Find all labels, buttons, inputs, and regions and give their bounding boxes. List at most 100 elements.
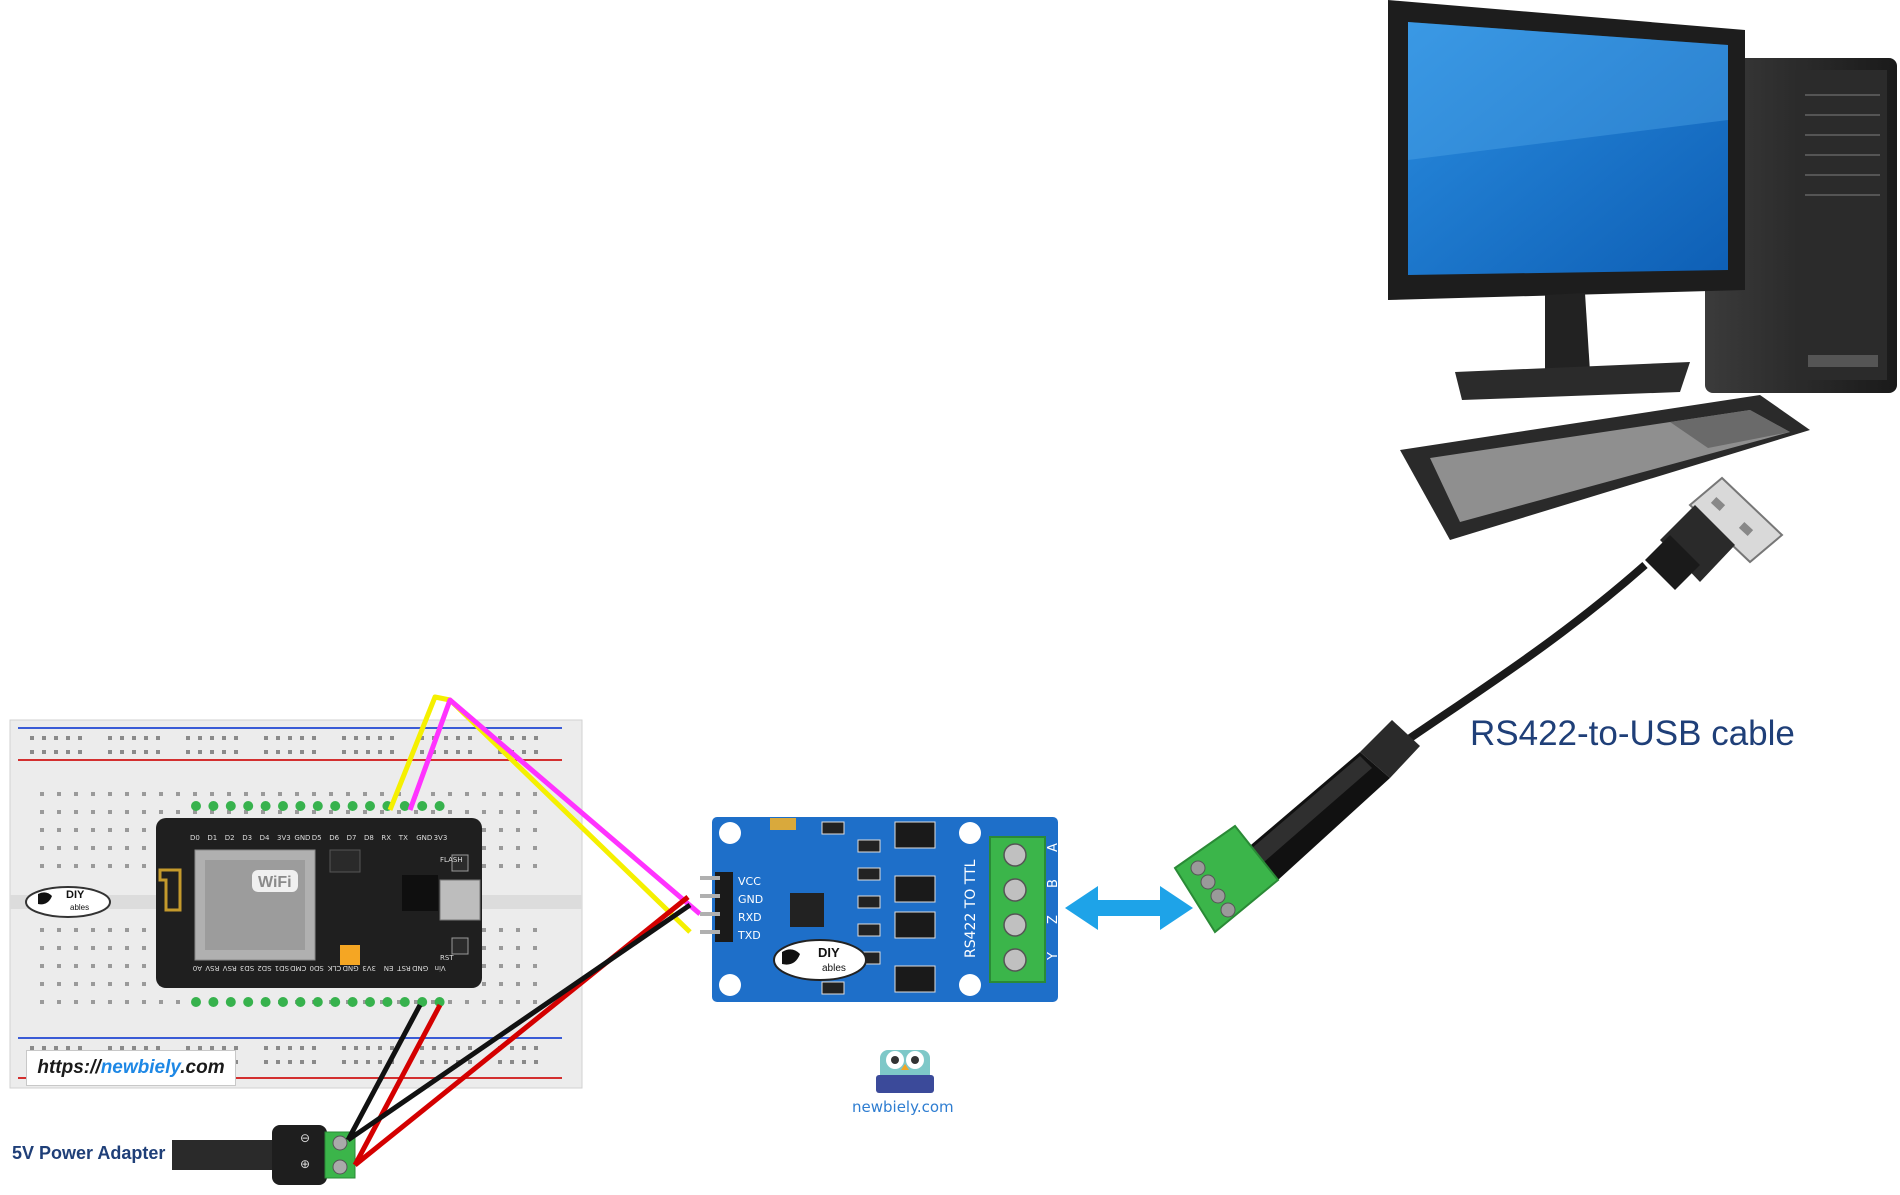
pin-pad xyxy=(434,801,445,811)
pin-pad xyxy=(225,801,236,811)
breadboard-hole xyxy=(125,846,129,850)
breadboard-hole xyxy=(516,810,520,814)
breadboard-hole xyxy=(414,1000,418,1004)
breadboard-hole xyxy=(533,946,537,950)
wifi-logo: WiFi xyxy=(252,870,298,892)
pin-label: 3V3 xyxy=(434,834,448,842)
green-terminal-connector xyxy=(1173,824,1280,934)
pin-pad xyxy=(347,997,358,1007)
pin-pad xyxy=(260,801,271,811)
breadboard-hole xyxy=(278,810,282,814)
pin-pad xyxy=(295,997,306,1007)
breadboard-hole xyxy=(40,982,44,986)
breadboard-hole xyxy=(227,792,231,796)
breadboard-hole xyxy=(448,1000,452,1004)
pin-label: RSV xyxy=(222,964,236,972)
pin-pad xyxy=(208,997,219,1007)
pin-label: D0 xyxy=(190,834,200,842)
breadboard-hole xyxy=(516,792,520,796)
breadboard-hole xyxy=(91,810,95,814)
pin-vcc-label: VCC xyxy=(738,875,761,888)
breadboard-hole xyxy=(465,792,469,796)
breadboard-hole xyxy=(499,846,503,850)
logo-ables-text: ables xyxy=(70,903,89,912)
breadboard-hole xyxy=(91,792,95,796)
pin-label: SD3 xyxy=(240,964,254,972)
breadboard-hole xyxy=(312,810,316,814)
breadboard-hole xyxy=(482,828,486,832)
pin-label: 3V3 xyxy=(362,964,376,972)
module-logo-diy: DIY xyxy=(818,945,840,960)
usb-plug-icon xyxy=(1645,476,1784,590)
breadboard-hole xyxy=(74,964,78,968)
flash-label: FLASH xyxy=(440,856,463,864)
breadboard-hole xyxy=(125,810,129,814)
breadboard-hole xyxy=(499,964,503,968)
pin-label: CLK xyxy=(327,964,341,972)
breadboard-hole xyxy=(57,928,61,932)
breadboard-hole xyxy=(57,792,61,796)
breadboard-hole xyxy=(159,792,163,796)
yellow-wire xyxy=(387,694,692,934)
breadboard-hole xyxy=(142,964,146,968)
breadboard-hole xyxy=(533,846,537,850)
logo-diy-text: DIY xyxy=(66,889,85,901)
breadboard-hole xyxy=(108,828,112,832)
breadboard-hole xyxy=(125,928,129,932)
breadboard-hole xyxy=(499,946,503,950)
cable-label: RS422-to-USB cable xyxy=(1470,714,1795,753)
breadboard-hole xyxy=(516,828,520,832)
breadboard-hole xyxy=(482,792,486,796)
owl-mascot-icon xyxy=(876,1050,934,1093)
breadboard-hole xyxy=(40,792,44,796)
breadboard-hole xyxy=(533,928,537,932)
breadboard-hole xyxy=(499,982,503,986)
breadboard-hole xyxy=(40,946,44,950)
breadboard-hole xyxy=(516,846,520,850)
double-arrow-icon xyxy=(1065,886,1193,930)
pin-label: CMD xyxy=(290,964,306,972)
breadboard-hole xyxy=(278,792,282,796)
pin-pad xyxy=(330,801,341,811)
breadboard-hole xyxy=(227,810,231,814)
breadboard-hole xyxy=(516,964,520,968)
pin-pad xyxy=(417,801,428,811)
breadboard-hole xyxy=(40,864,44,868)
pin-label: D1 xyxy=(207,834,217,842)
pin-pad xyxy=(365,997,375,1007)
brand-small-label: newbiely.com xyxy=(852,1098,954,1116)
pin-label: D7 xyxy=(347,834,357,842)
breadboard-hole xyxy=(176,1000,180,1004)
breadboard-hole xyxy=(482,964,486,968)
breadboard-hole xyxy=(74,1000,78,1004)
terminal-y-label: Y xyxy=(1046,952,1061,961)
breadboard-hole xyxy=(329,810,333,814)
breadboard-hole xyxy=(346,810,350,814)
breadboard-hole xyxy=(91,982,95,986)
breadboard-hole xyxy=(125,828,129,832)
pin-label: D5 xyxy=(312,834,322,842)
breadboard-hole xyxy=(533,964,537,968)
red-wire-esp xyxy=(352,1003,443,1167)
pin-pad xyxy=(260,997,271,1007)
breadboard-hole xyxy=(533,828,537,832)
breadboard-hole xyxy=(57,864,61,868)
pin-label: RSV xyxy=(205,964,219,972)
breadboard-hole xyxy=(91,946,95,950)
breadboard-hole xyxy=(448,810,452,814)
pin-pad xyxy=(208,801,219,811)
breadboard-hole xyxy=(482,982,486,986)
breadboard-hole xyxy=(176,792,180,796)
breadboard-hole xyxy=(125,792,129,796)
breadboard-hole xyxy=(533,982,537,986)
magenta-wire xyxy=(407,697,702,916)
pin-label: D6 xyxy=(329,834,339,842)
breadboard-hole xyxy=(108,946,112,950)
breadboard-hole xyxy=(57,946,61,950)
pin-label: D2 xyxy=(225,834,235,842)
breadboard-hole xyxy=(533,864,537,868)
pin-label: SD2 xyxy=(257,964,271,972)
pin-pad xyxy=(191,997,201,1007)
breadboard-hole xyxy=(499,810,503,814)
pin-label: GND xyxy=(416,834,432,842)
